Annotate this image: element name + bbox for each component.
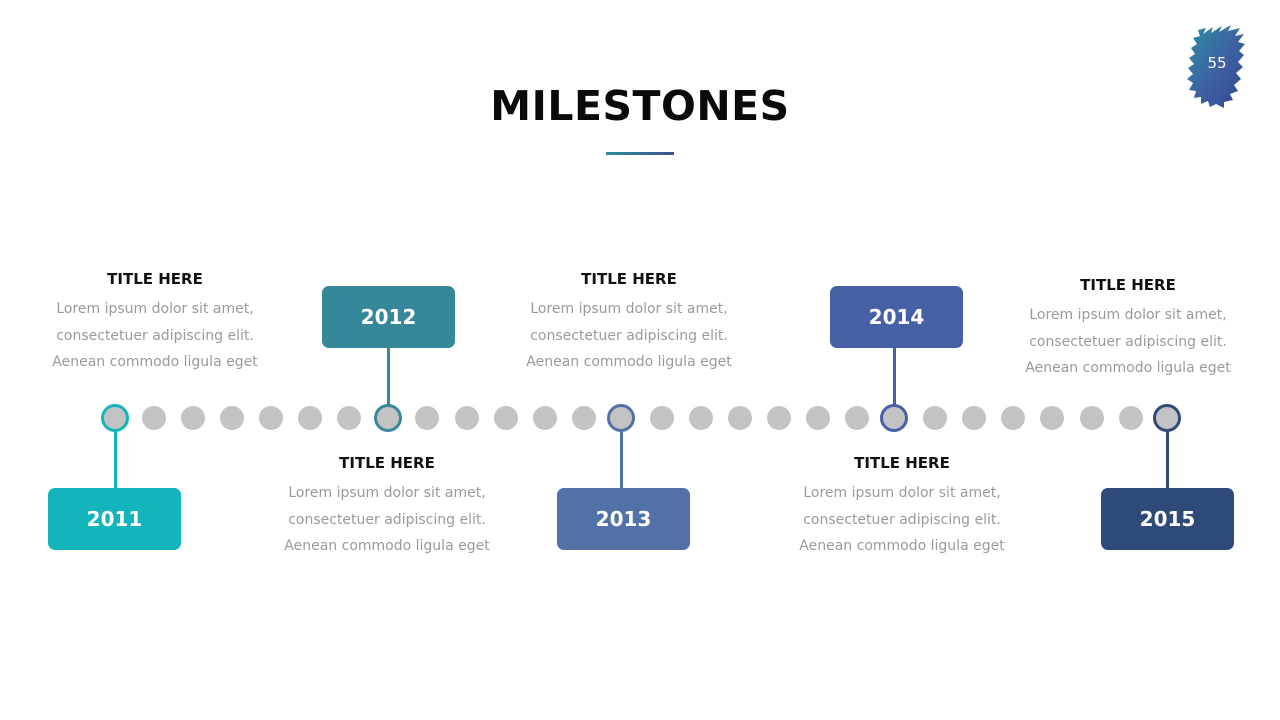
page-number: 55: [1207, 54, 1227, 72]
timeline-dot: [220, 406, 245, 430]
page-title: MILESTONES: [490, 82, 790, 130]
timeline-dot: [493, 406, 518, 430]
milestone-description: Lorem ipsum dolor sit amet, consectetuer…: [1008, 302, 1248, 382]
milestone-title: TITLE HERE: [581, 270, 677, 288]
timeline-dot: [962, 406, 987, 430]
timeline-dot: [727, 406, 752, 430]
year-box-2014: 2014: [830, 286, 963, 348]
milestone-title: TITLE HERE: [1080, 276, 1176, 294]
timeline-dot: [259, 406, 284, 430]
milestone-text-2012: TITLE HERE Lorem ipsum dolor sit amet, c…: [267, 454, 507, 560]
timeline-dot: [454, 406, 479, 430]
description-line: Lorem ipsum dolor sit amet,: [288, 485, 486, 501]
timeline-dot: [1118, 406, 1143, 430]
timeline-node-2011: [101, 404, 129, 432]
description-line: Aenean commodo ligula eget: [284, 538, 490, 554]
milestone-title: TITLE HERE: [107, 270, 203, 288]
milestone-text-2015: TITLE HERE Lorem ipsum dolor sit amet, c…: [1008, 276, 1248, 382]
year-box-2015: 2015: [1101, 488, 1234, 550]
timeline-connector-2014: [893, 346, 896, 405]
title-underline: [606, 152, 674, 155]
timeline-node-2013: [607, 404, 635, 432]
milestone-text-2014: TITLE HERE Lorem ipsum dolor sit amet, c…: [782, 454, 1022, 560]
timeline-dot: [1001, 406, 1026, 430]
description-line: consectetuer adipiscing elit.: [56, 327, 254, 344]
timeline-node-2012: [374, 404, 402, 432]
timeline-dot: [1040, 406, 1065, 430]
brush-stroke-icon: [1187, 25, 1245, 108]
timeline-dot: [767, 406, 792, 430]
timeline-connector-2015: [1166, 432, 1169, 489]
timeline-connector-2013: [620, 432, 623, 489]
description-line: Lorem ipsum dolor sit amet,: [803, 485, 1001, 501]
timeline-dot: [1079, 406, 1104, 430]
timeline-dot: [649, 406, 674, 430]
timeline-dot: [181, 406, 206, 430]
timeline-node-2015: [1153, 404, 1181, 432]
timeline-connector-2012: [387, 346, 390, 405]
description-line: Lorem ipsum dolor sit amet,: [530, 301, 728, 317]
milestone-description: Lorem ipsum dolor sit amet, consectetuer…: [782, 480, 1022, 560]
milestone-description: Lorem ipsum dolor sit amet, consectetuer…: [267, 480, 507, 560]
timeline-dot: [298, 406, 323, 430]
year-box-2013: 2013: [557, 488, 690, 550]
milestone-description: Lorem ipsum dolor sit amet, consectetuer…: [35, 296, 275, 376]
page-number-badge: 55: [1186, 24, 1248, 108]
milestone-title: TITLE HERE: [339, 454, 435, 472]
timeline-dot: [688, 406, 713, 430]
year-box-2012: 2012: [322, 286, 455, 348]
milestone-text-2011: TITLE HERE Lorem ipsum dolor sit amet, c…: [35, 270, 275, 376]
description-line: Aenean commodo ligula eget: [799, 538, 1005, 554]
timeline-connector-2011: [114, 432, 117, 489]
timeline-dot: [806, 406, 831, 430]
milestone-description: Lorem ipsum dolor sit amet, consectetuer…: [509, 296, 749, 376]
description-line: consectetuer adipiscing elit.: [803, 511, 1001, 528]
timeline-dot: [923, 406, 948, 430]
timeline-dot: [415, 406, 440, 430]
description-line: Aenean commodo ligula eget: [1025, 360, 1231, 376]
timeline-dot: [845, 406, 870, 430]
description-line: Aenean commodo ligula eget: [52, 354, 258, 370]
year-box-2011: 2011: [48, 488, 181, 550]
milestone-title: TITLE HERE: [854, 454, 950, 472]
timeline-dot: [142, 406, 167, 430]
description-line: consectetuer adipiscing elit.: [1029, 333, 1227, 350]
description-line: Lorem ipsum dolor sit amet,: [1029, 307, 1227, 323]
timeline-dot: [532, 406, 557, 430]
description-line: Aenean commodo ligula eget: [526, 354, 732, 370]
description-line: consectetuer adipiscing elit.: [530, 327, 728, 344]
description-line: consectetuer adipiscing elit.: [288, 511, 486, 528]
timeline-node-2014: [880, 404, 908, 432]
description-line: Lorem ipsum dolor sit amet,: [56, 301, 254, 317]
timeline-dot: [571, 406, 596, 430]
timeline-dot: [337, 406, 362, 430]
milestone-text-2013: TITLE HERE Lorem ipsum dolor sit amet, c…: [509, 270, 749, 376]
